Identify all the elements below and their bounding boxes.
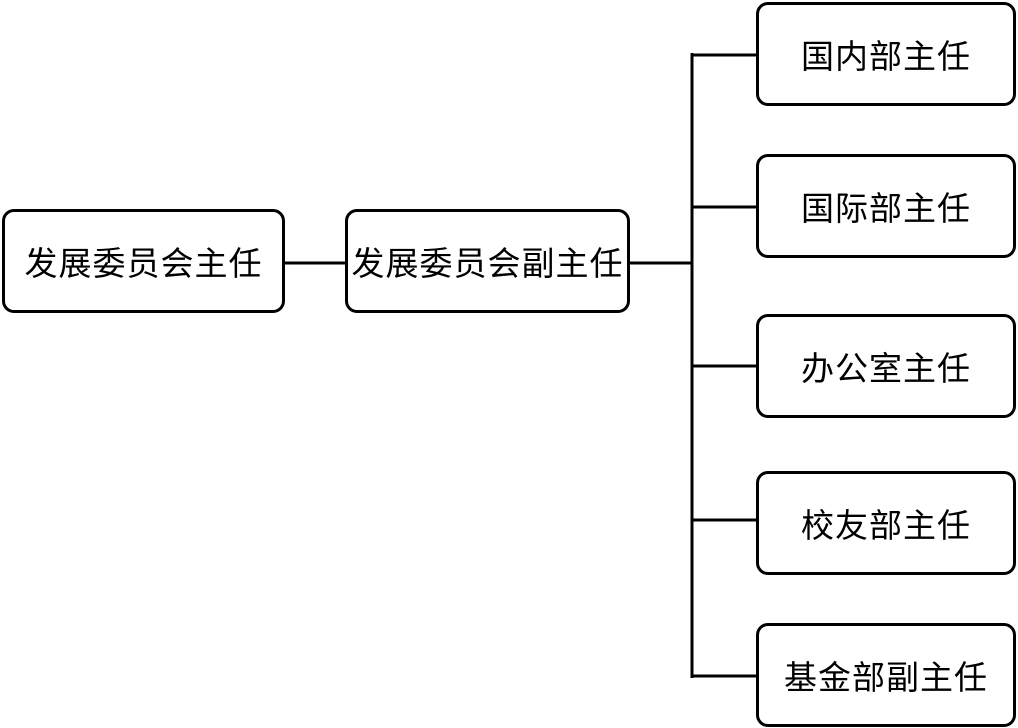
root-node: 发展委员会主任 [2, 209, 285, 313]
department-node-label: 国际部主任 [801, 189, 971, 228]
department-node-label: 校友部主任 [801, 506, 971, 545]
department-node-label: 基金部副主任 [784, 658, 988, 697]
department-node-3: 办公室主任 [756, 314, 1016, 418]
root-node-label: 发展委员会主任 [24, 244, 263, 283]
department-node-1: 国内部主任 [756, 2, 1016, 106]
department-node-4: 校友部主任 [756, 471, 1016, 575]
deputy-node: 发展委员会副主任 [345, 209, 630, 313]
department-node-label: 国内部主任 [801, 37, 971, 76]
department-node-5: 基金部副主任 [756, 623, 1016, 727]
deputy-node-label: 发展委员会副主任 [351, 244, 624, 283]
department-node-label: 办公室主任 [801, 349, 971, 388]
department-node-2: 国际部主任 [756, 154, 1016, 258]
